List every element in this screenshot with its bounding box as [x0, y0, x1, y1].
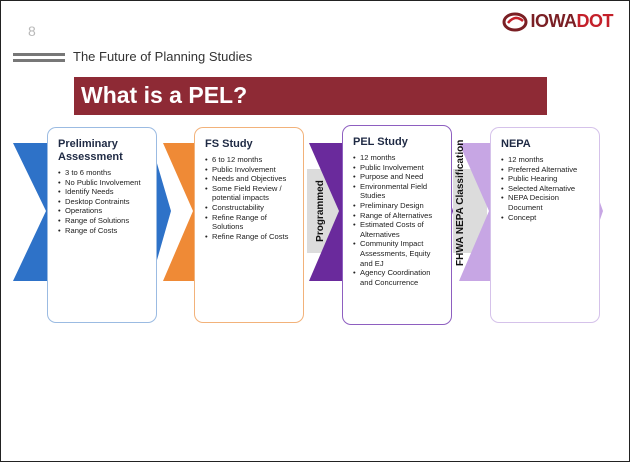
list-item: NEPA Decision Document	[501, 193, 593, 212]
slide-number: 8	[28, 23, 36, 39]
logo-text: IOWADOT	[530, 11, 614, 31]
list-item: 3 to 6 months	[58, 168, 150, 178]
list-item: Public Involvement	[205, 165, 297, 175]
list-item: Purpose and Need	[353, 172, 445, 182]
transition-label-programmed: Programmed	[315, 180, 326, 242]
list-item: Selected Alternative	[501, 184, 593, 194]
stage-items: 3 to 6 months No Public Involvement Iden…	[58, 168, 150, 235]
list-item: Identify Needs	[58, 187, 150, 197]
connector-fhwa	[453, 169, 487, 253]
list-item: Range of Alternatives	[353, 211, 445, 221]
list-item: Preliminary Design	[353, 201, 445, 211]
list-item: Estimated Costs of Alternatives	[353, 220, 445, 239]
list-item: 12 months	[501, 155, 593, 165]
stage-title: NEPA	[501, 138, 531, 150]
stage-card-preliminary-assessment: Preliminary Assessment 3 to 6 months No …	[47, 127, 157, 323]
list-item: Operations	[58, 206, 150, 216]
list-item: 6 to 12 months	[205, 155, 297, 165]
stage-title: FS Study	[205, 138, 253, 150]
list-item: Needs and Objectives	[205, 174, 297, 184]
stage-title: PEL Study	[353, 136, 408, 148]
list-item: 12 months	[353, 153, 445, 163]
slide-subtitle: The Future of Planning Studies	[73, 49, 253, 64]
list-item: Refine Range of Solutions	[205, 213, 297, 232]
iowa-dot-swirl-icon	[502, 12, 527, 31]
list-item: Range of Solutions	[58, 216, 150, 226]
list-item: Refine Range of Costs	[205, 232, 297, 242]
slide-title: What is a PEL?	[81, 82, 248, 108]
stage-card-fs-study: FS Study 6 to 12 months Public Involveme…	[194, 127, 304, 323]
list-item: Constructability	[205, 203, 297, 213]
list-item: Concept	[501, 213, 593, 223]
stage-card-pel-study: PEL Study 12 months Public Involvement P…	[342, 125, 452, 325]
transition-label-fhwa: FHWA NEPA Classification	[455, 139, 466, 266]
list-item: Public Hearing	[501, 174, 593, 184]
stage-items: 12 months Public Involvement Purpose and…	[353, 153, 445, 287]
subtitle-divider	[13, 53, 65, 65]
list-item: Environmental Field Studies	[353, 182, 445, 201]
stage-items: 12 months Preferred Alternative Public H…	[501, 155, 593, 222]
iowa-dot-logo: IOWADOT	[502, 11, 614, 32]
stage-items: 6 to 12 months Public Involvement Needs …	[205, 155, 297, 241]
list-item: Preferred Alternative	[501, 165, 593, 175]
list-item: Community Impact Assessments, Equity and…	[353, 239, 445, 268]
stage-title: Preliminary Assessment	[58, 138, 123, 163]
stage-card-nepa: NEPA 12 months Preferred Alternative Pub…	[490, 127, 600, 323]
list-item: Some Field Review / potential impacts	[205, 184, 297, 203]
list-item: No Public Involvement	[58, 178, 150, 188]
list-item: Range of Costs	[58, 226, 150, 236]
list-item: Desktop Contraints	[58, 197, 150, 207]
list-item: Public Involvement	[353, 163, 445, 173]
title-band	[74, 77, 547, 115]
list-item: Agency Coordination and Concurrence	[353, 268, 445, 287]
